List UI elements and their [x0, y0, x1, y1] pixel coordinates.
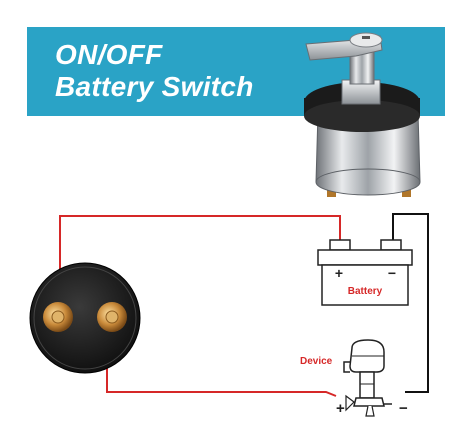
banner-title-line1: ON/OFF	[55, 39, 163, 70]
device-negative-symbol: −	[399, 400, 408, 417]
device-label: Device	[300, 356, 333, 367]
device-positive-symbol: +	[336, 400, 345, 417]
banner-title-line2: Battery Switch	[55, 71, 254, 102]
switch-terminals-icon	[29, 262, 141, 374]
battery-negative-symbol: −	[388, 265, 396, 281]
negative-wire	[392, 213, 429, 393]
battery-positive-symbol: +	[335, 265, 343, 281]
battery-label: Battery	[348, 286, 383, 297]
outboard-motor-icon	[343, 339, 392, 417]
battery-icon: + − Battery	[317, 239, 413, 306]
rotary-battery-switch-icon	[304, 32, 421, 197]
